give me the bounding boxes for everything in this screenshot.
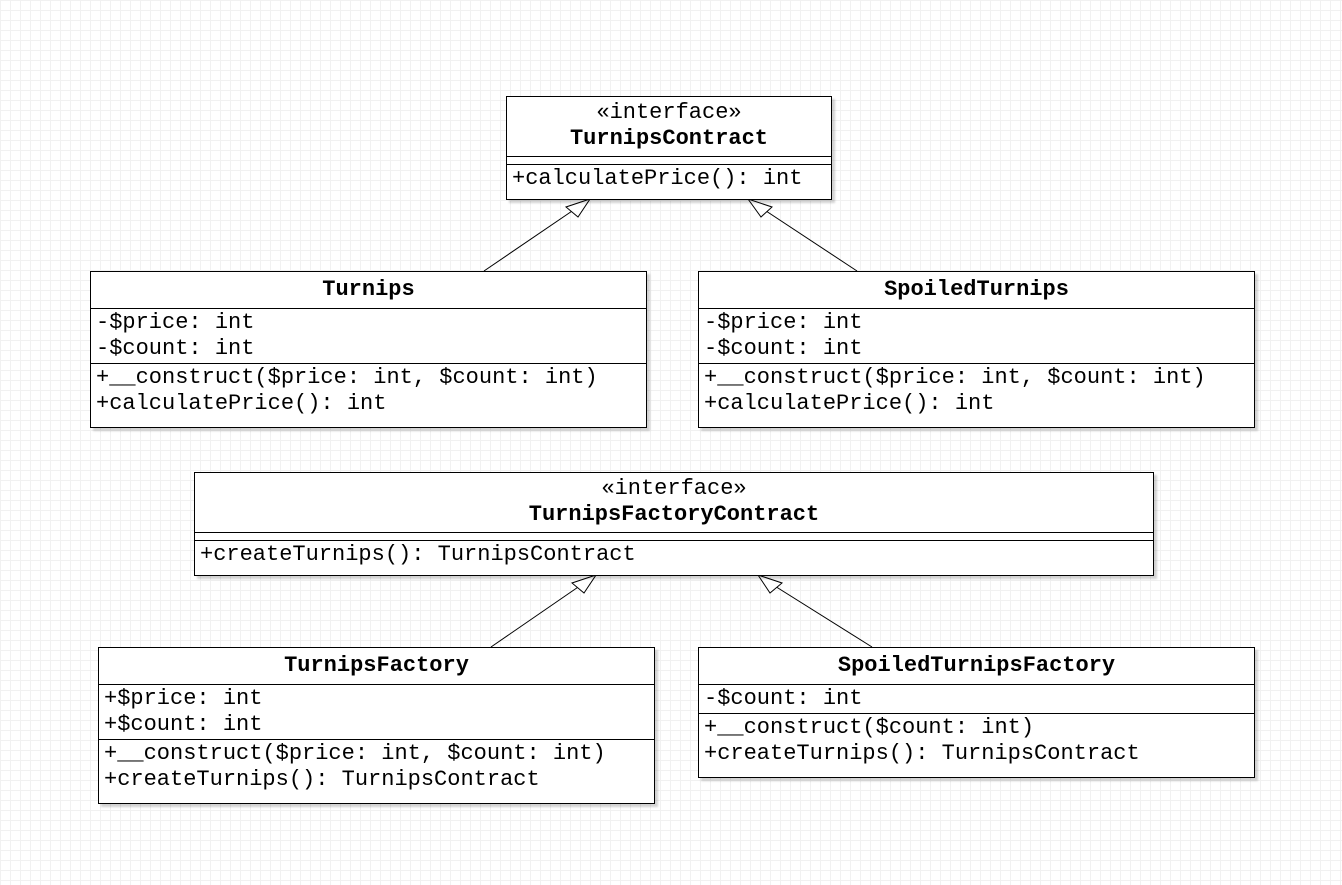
method: +createTurnips(): TurnipsContract — [104, 767, 540, 792]
class-name: TurnipsContract — [569, 126, 769, 151]
method: +__construct($price: int, $count: int) — [104, 741, 606, 766]
method: +calculatePrice(): int — [96, 391, 387, 416]
attributes-compartment: -$count: int — [699, 685, 1254, 713]
class-name: TurnipsFactory — [284, 653, 469, 678]
attribute: -$count: int — [704, 686, 863, 711]
attributes-compartment — [195, 533, 1153, 540]
class-header: TurnipsFactory — [99, 648, 654, 685]
class-spoiledturnipsfactory[interactable]: SpoiledTurnipsFactory -$count: int +__co… — [698, 647, 1255, 778]
method: +createTurnips(): TurnipsContract — [704, 741, 1140, 766]
attribute: -$price: int — [704, 310, 863, 335]
class-header: «interface» TurnipsFactoryContract — [195, 473, 1153, 533]
methods-compartment: +createTurnips(): TurnipsContract — [195, 540, 1153, 569]
attribute: +$count: int — [104, 712, 263, 737]
method: +createTurnips(): TurnipsContract — [200, 542, 636, 567]
class-spoiledturnips[interactable]: SpoiledTurnips -$price: int -$count: int… — [698, 271, 1255, 428]
hollow-triangle-arrowhead — [570, 574, 598, 594]
attributes-compartment — [507, 157, 831, 164]
class-name: TurnipsFactoryContract — [528, 502, 820, 527]
class-header: SpoiledTurnipsFactory — [699, 648, 1254, 685]
class-turnipsfactorycontract[interactable]: «interface» TurnipsFactoryContract +crea… — [194, 472, 1154, 576]
realization-spoiledturnipsfactory-to-turnipsfactorycontract — [756, 574, 873, 648]
class-name: SpoiledTurnips — [884, 277, 1069, 302]
class-name: SpoiledTurnipsFactory — [837, 653, 1116, 678]
class-turnipsfactory[interactable]: TurnipsFactory +$price: int +$count: int… — [98, 647, 655, 804]
methods-compartment: +__construct($price: int, $count: int) +… — [699, 363, 1254, 418]
method: +__construct($count: int) — [704, 715, 1035, 740]
method: +__construct($price: int, $count: int) — [704, 365, 1206, 390]
methods-compartment: +__construct($price: int, $count: int) +… — [91, 363, 646, 418]
attribute: -$count: int — [704, 336, 863, 361]
class-header: Turnips — [91, 272, 646, 309]
method: +calculatePrice(): int — [704, 391, 995, 416]
class-turnipscontract[interactable]: «interface» TurnipsContract +calculatePr… — [506, 96, 832, 200]
hollow-triangle-arrowhead — [746, 198, 773, 218]
realization-spoiledturnips-to-turnipscontract — [746, 198, 858, 272]
realization-turnipsfactory-to-turnipsfactorycontract — [490, 574, 598, 648]
methods-compartment: +__construct($count: int) +createTurnips… — [699, 713, 1254, 768]
stereotype-label: «interface» — [596, 100, 742, 125]
attributes-compartment: -$price: int -$count: int — [91, 309, 646, 363]
hollow-triangle-arrowhead — [756, 574, 784, 594]
methods-compartment: +__construct($price: int, $count: int) +… — [99, 739, 654, 794]
class-header: SpoiledTurnips — [699, 272, 1254, 309]
class-turnips[interactable]: Turnips -$price: int -$count: int +__con… — [90, 271, 647, 428]
method: +__construct($price: int, $count: int) — [96, 365, 598, 390]
attribute: -$count: int — [96, 336, 255, 361]
hollow-triangle-arrowhead — [564, 198, 592, 218]
method: +calculatePrice(): int — [512, 166, 803, 191]
attributes-compartment: +$price: int +$count: int — [99, 685, 654, 739]
methods-compartment: +calculatePrice(): int — [507, 164, 831, 193]
stereotype-label: «interface» — [601, 476, 747, 501]
attribute: +$price: int — [104, 686, 263, 711]
realization-turnips-to-turnipscontract — [483, 198, 592, 272]
attributes-compartment: -$price: int -$count: int — [699, 309, 1254, 363]
class-name: Turnips — [322, 277, 415, 302]
class-header: «interface» TurnipsContract — [507, 97, 831, 157]
attribute: -$price: int — [96, 310, 255, 335]
